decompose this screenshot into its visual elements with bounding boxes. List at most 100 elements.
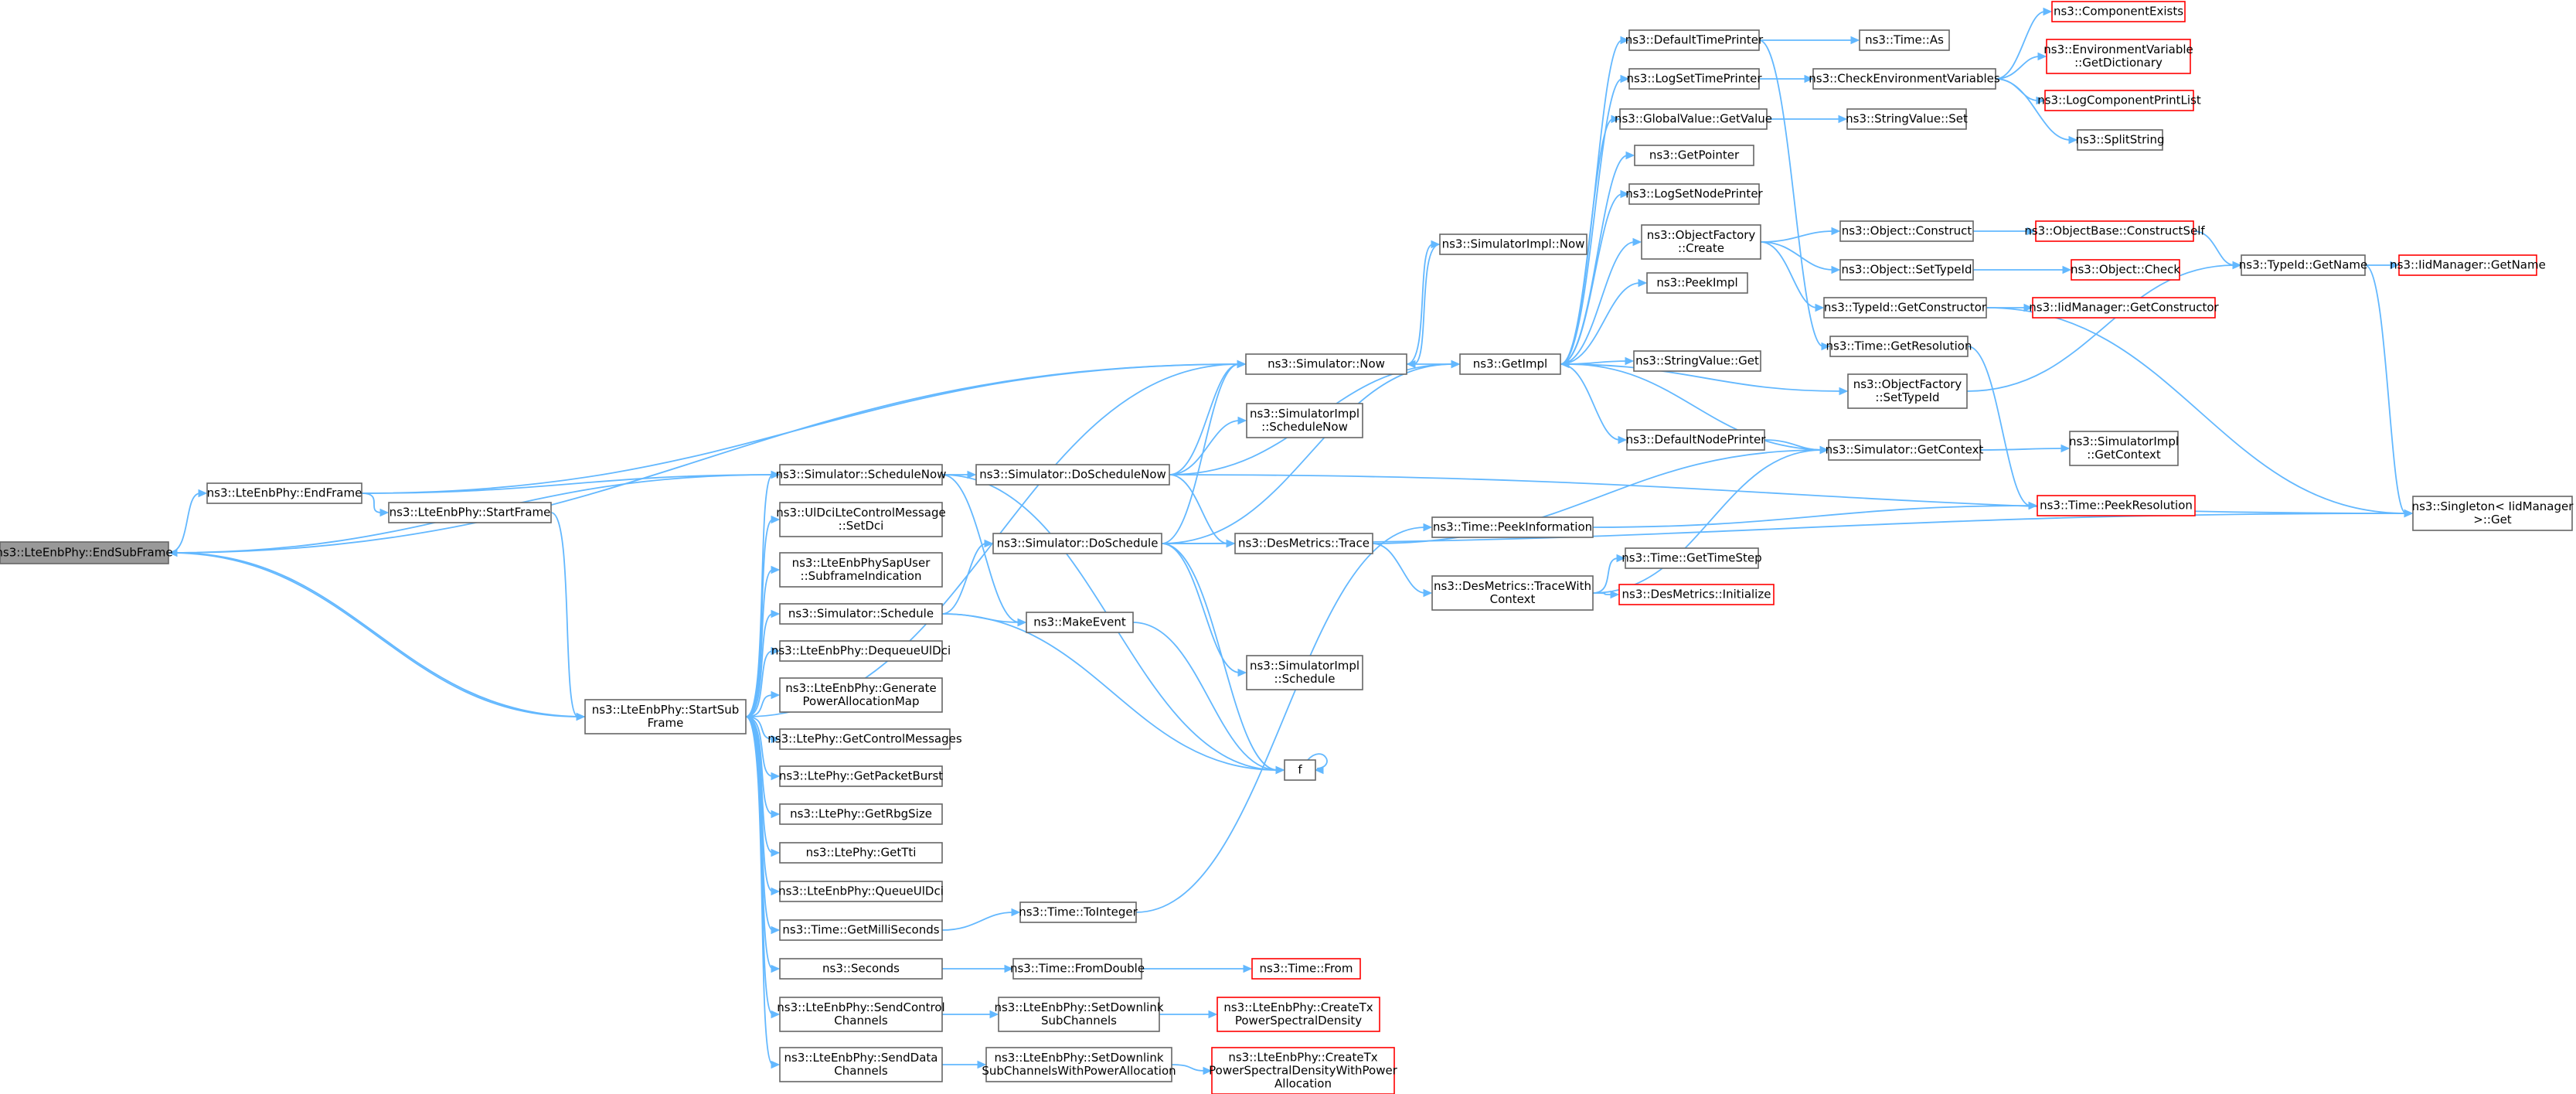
node-defaulttime[interactable]: ns3::DefaultTimePrinter — [1625, 29, 1764, 51]
node-simimplnow[interactable]: ns3::SimulatorImpl::Now — [1439, 233, 1587, 255]
node-box-getmilli[interactable] — [779, 919, 943, 941]
node-ofcreate[interactable]: ns3::ObjectFactory::Create — [1641, 224, 1761, 260]
node-typeidgetcons[interactable]: ns3::TypeId::GetConstructor — [1823, 297, 1987, 319]
node-box-checkenv[interactable] — [1812, 68, 1996, 90]
node-box-getres[interactable] — [1829, 336, 1969, 357]
node-box-objcheck[interactable] — [2071, 259, 2180, 281]
node-box-uldcisetdci[interactable] — [779, 502, 943, 537]
node-box-createtx[interactable] — [1217, 997, 1380, 1032]
node-simimplgetctx[interactable]: ns3::SimulatorImpl::GetContext — [2069, 431, 2179, 466]
node-box-peekimpl[interactable] — [1646, 272, 1748, 294]
node-box-getpacket[interactable] — [779, 765, 943, 787]
node-queueuldci[interactable]: ns3::LteEnbPhy::QueueUlDci — [778, 881, 944, 902]
node-getimpl[interactable]: ns3::GetImpl — [1459, 353, 1561, 375]
node-box-typeidgetname[interactable] — [2241, 254, 2366, 276]
node-setdlpower[interactable]: ns3::LteEnbPhy::SetDownlinkSubChannelsWi… — [982, 1047, 1176, 1082]
node-box-startsub[interactable] — [584, 699, 747, 734]
node-box-simgetctx[interactable] — [1828, 439, 1981, 461]
node-box-schedule[interactable] — [779, 603, 943, 625]
node-uldcisetdci[interactable]: ns3::UlDciLteControlMessage::SetDci — [776, 502, 946, 537]
node-logsetnode[interactable]: ns3::LogSetNodePrinter — [1625, 183, 1764, 205]
node-timeas[interactable]: ns3::Time::As — [1859, 29, 1950, 51]
node-box-gettimestep[interactable] — [1625, 547, 1759, 569]
node-createtx[interactable]: ns3::LteEnbPhy::CreateTxPowerSpectralDen… — [1217, 997, 1380, 1032]
node-box-simnow[interactable] — [1245, 353, 1407, 375]
node-box-singleton[interactable] — [2412, 496, 2573, 531]
node-box-iidgetcons[interactable] — [2032, 297, 2216, 319]
node-getctrl[interactable]: ns3::LtePhy::GetControlMessages — [767, 728, 962, 750]
node-splitstring[interactable]: ns3::SplitString — [2076, 129, 2165, 151]
node-box-genpower[interactable] — [779, 677, 943, 713]
node-getrbg[interactable]: ns3::LtePhy::GetRbgSize — [779, 803, 943, 825]
node-box-f[interactable] — [1284, 759, 1316, 781]
node-strget[interactable]: ns3::StringValue::Get — [1633, 350, 1761, 372]
node-box-getrbg[interactable] — [779, 803, 943, 825]
node-peekinfo[interactable]: ns3::Time::PeekInformation — [1431, 516, 1594, 538]
node-box-endsub[interactable] — [0, 541, 169, 564]
node-getpointer[interactable]: ns3::GetPointer — [1634, 145, 1754, 166]
node-box-doschednow[interactable] — [975, 464, 1170, 486]
node-box-defaulttime[interactable] — [1628, 29, 1760, 51]
node-simimplsched[interactable]: ns3::SimulatorImpl::Schedule — [1246, 655, 1363, 690]
node-box-sapsubframe[interactable] — [779, 552, 943, 588]
node-box-toint[interactable] — [1019, 901, 1137, 923]
node-box-dosched[interactable] — [992, 533, 1162, 554]
node-simnow[interactable]: ns3::Simulator::Now — [1245, 353, 1407, 375]
node-desmtrace[interactable]: ns3::DesMetrics::Trace — [1234, 533, 1373, 554]
node-box-simimplsched[interactable] — [1246, 655, 1363, 690]
node-typeidgetname[interactable]: ns3::TypeId::GetName — [2239, 254, 2367, 276]
node-box-endframe[interactable] — [206, 482, 362, 504]
node-iidgetname[interactable]: ns3::IidManager::GetName — [2390, 254, 2546, 276]
node-dosched[interactable]: ns3::Simulator::DoSchedule — [992, 533, 1162, 554]
node-box-simimplnow[interactable] — [1439, 233, 1587, 255]
node-endframe[interactable]: ns3::LteEnbPhy::EndFrame — [206, 482, 362, 504]
node-getpacket[interactable]: ns3::LtePhy::GetPacketBurst — [779, 765, 943, 787]
node-box-compexists[interactable] — [2051, 1, 2186, 22]
node-box-objconstruct[interactable] — [1839, 220, 1974, 242]
node-peekres[interactable]: ns3::Time::PeekResolution — [2037, 495, 2196, 516]
node-objconstruct[interactable]: ns3::Object::Construct — [1839, 220, 1974, 242]
node-box-timefrom[interactable] — [1251, 958, 1361, 980]
node-box-getctrl[interactable] — [779, 728, 951, 750]
node-box-setdlpower[interactable] — [985, 1047, 1172, 1082]
node-box-strset[interactable] — [1846, 108, 1967, 130]
node-box-getimpl[interactable] — [1459, 353, 1561, 375]
node-iidgetcons[interactable]: ns3::IidManager::GetConstructor — [2029, 297, 2220, 319]
node-logcomplist[interactable]: ns3::LogComponentPrintList — [2037, 90, 2201, 111]
node-box-sendctrl[interactable] — [779, 997, 943, 1032]
node-box-simimplgetctx[interactable] — [2069, 431, 2179, 466]
node-box-createtxpower[interactable] — [1211, 1047, 1395, 1094]
node-box-objsettype[interactable] — [1839, 259, 1974, 281]
node-box-schednow[interactable] — [779, 464, 943, 486]
node-box-peekinfo[interactable] — [1431, 516, 1594, 538]
node-endsub[interactable]: ns3::LteEnbPhy::EndSubFrame — [0, 541, 173, 564]
node-box-logsetnode[interactable] — [1628, 183, 1760, 205]
node-checkenv[interactable]: ns3::CheckEnvironmentVariables — [1809, 68, 2000, 90]
node-schedule[interactable]: ns3::Simulator::Schedule — [779, 603, 943, 625]
node-globalget[interactable]: ns3::GlobalValue::GetValue — [1615, 108, 1772, 130]
node-box-logsettime[interactable] — [1628, 68, 1760, 90]
node-dequeue[interactable]: ns3::LteEnbPhy::DequeueUlDci — [771, 640, 951, 662]
node-box-tracewith[interactable] — [1431, 575, 1594, 611]
node-box-ofsettype[interactable] — [1847, 373, 1968, 409]
node-box-senddata[interactable] — [779, 1047, 943, 1082]
node-gettti[interactable]: ns3::LtePhy::GetTti — [779, 842, 943, 864]
node-peekimpl[interactable]: ns3::PeekImpl — [1646, 272, 1748, 294]
node-box-envdict[interactable] — [2046, 39, 2191, 74]
node-box-defaultnode[interactable] — [1626, 429, 1765, 451]
node-startframe[interactable]: ns3::LteEnbPhy::StartFrame — [388, 502, 552, 523]
node-createtxpower[interactable]: ns3::LteEnbPhy::CreateTxPowerSpectralDen… — [1209, 1047, 1398, 1094]
node-box-startframe[interactable] — [388, 502, 552, 523]
node-compexists[interactable]: ns3::ComponentExists — [2051, 1, 2186, 22]
node-logsettime[interactable]: ns3::LogSetTimePrinter — [1626, 68, 1762, 90]
node-box-dequeue[interactable] — [779, 640, 943, 662]
node-seconds[interactable]: ns3::Seconds — [779, 958, 943, 980]
node-simgetctx[interactable]: ns3::Simulator::GetContext — [1826, 439, 1984, 461]
node-objsettype[interactable]: ns3::Object::SetTypeId — [1839, 259, 1974, 281]
node-box-makeevent[interactable] — [1026, 612, 1134, 633]
node-envdict[interactable]: ns3::EnvironmentVariable::GetDictionary — [2043, 39, 2193, 74]
node-genpower[interactable]: ns3::LteEnbPhy::GeneratePowerAllocationM… — [779, 677, 943, 713]
node-simimplschednow[interactable]: ns3::SimulatorImpl::ScheduleNow — [1246, 403, 1363, 438]
